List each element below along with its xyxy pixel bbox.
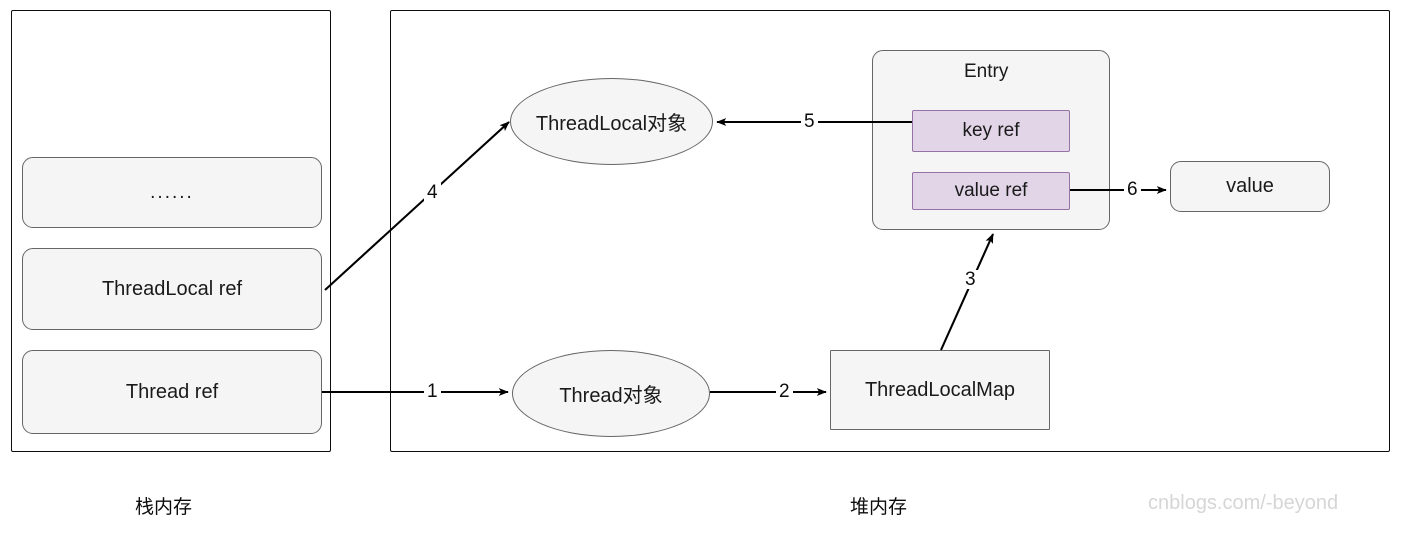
stack-frame-threadlocal-ref: ThreadLocal ref [22, 248, 322, 330]
key-ref-label: key ref [962, 120, 1020, 141]
stack-frame-threadlocal-ref-label: ThreadLocal ref [101, 277, 243, 300]
value-node: value [1170, 161, 1330, 212]
thread-object-node: Thread对象 [512, 350, 710, 437]
site-watermark: cnblogs.com/-beyond [1148, 492, 1339, 514]
threadlocal-object-node: ThreadLocal对象 [510, 78, 713, 165]
edge-6-label: 6 [1124, 180, 1141, 199]
threadlocalmap-node: ThreadLocalMap [830, 350, 1050, 430]
edge-3-label: 3 [962, 270, 979, 289]
value-ref-node: value ref [912, 172, 1070, 210]
heap-memory-caption: 堆内存 [850, 497, 908, 518]
key-ref-node: key ref [912, 110, 1070, 152]
stack-frame-thread-ref-label: Thread ref [125, 380, 219, 403]
edge-5-label: 5 [801, 112, 818, 131]
stack-frame-thread-ref: Thread ref [22, 350, 322, 434]
stack-frame-ellipsis-label: ...... [150, 181, 194, 203]
threadlocalmap-label: ThreadLocalMap [864, 378, 1016, 401]
thread-object-label: Thread对象 [559, 385, 663, 407]
edge-4-label: 4 [424, 183, 441, 202]
stack-memory-caption: 栈内存 [135, 497, 193, 518]
stack-frame-ellipsis: ...... [22, 157, 322, 228]
edge-1-label: 1 [424, 382, 441, 401]
edge-2-label: 2 [776, 382, 793, 401]
value-label: value [1226, 175, 1274, 197]
threadlocal-object-label: ThreadLocal对象 [535, 113, 688, 135]
value-ref-label: value ref [954, 180, 1028, 201]
entry-title-label: Entry [964, 61, 1009, 82]
